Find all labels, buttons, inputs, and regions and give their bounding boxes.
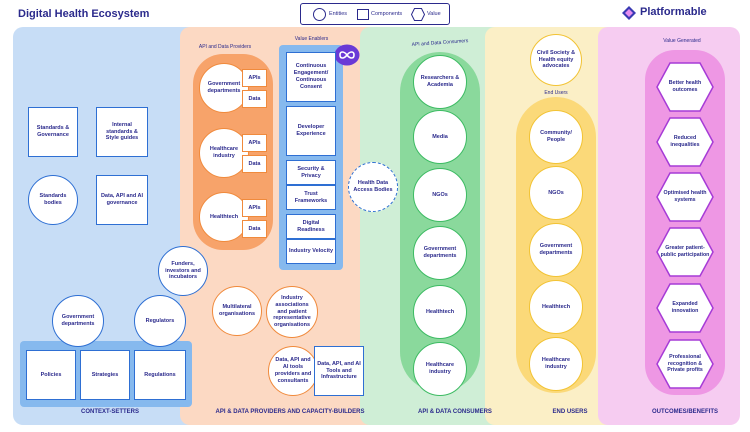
section-label-end-users: END USERS [552, 409, 588, 415]
entities-legend-icon [313, 8, 326, 21]
standards-governance-box: Standards & Governance [28, 107, 78, 157]
regulations-box: Regulations [134, 350, 186, 400]
professional-recognition-label: Professional recognition & Private profi… [667, 354, 703, 374]
provider-healthtech-apis-box: APIs [242, 199, 267, 217]
legend-entities-label: Entities [329, 11, 348, 17]
legend: Entities Components Value [300, 3, 450, 25]
api-data-providers-label: API and Data Providers [198, 44, 252, 50]
professional-recognition-hex: Professional recognition & Private profi… [656, 339, 714, 389]
provider-healthcare-apis-box: APIs [242, 134, 267, 152]
platformable-logo-icon [622, 6, 636, 20]
consumer-healthtech-circle: Healthtech [413, 285, 467, 339]
end-user-ngos-circle: NGOs [529, 166, 583, 220]
end-user-community-circle: Community/ People [529, 110, 583, 164]
end-users-label: End Users [544, 90, 568, 96]
policies-box: Policies [26, 350, 76, 400]
value-generated-label: Value Generated [663, 38, 701, 44]
optimised-health-systems-label: Optimised health systems [663, 190, 707, 203]
provider-government-departments-circle: Government departments [199, 63, 249, 113]
consumer-healthcare-circle: Healthcare industry [413, 342, 467, 396]
optimised-health-systems-hex: Optimised health systems [656, 172, 714, 222]
industry-velocity-box: Industry Velocity [286, 239, 336, 264]
provider-healthtech-circle: Healthtech [199, 192, 249, 242]
value-enablers-label: Value Enablers [294, 36, 329, 42]
multilateral-circle: Multilateral organisations [212, 286, 262, 336]
government-departments-circle: Government departments [52, 295, 104, 347]
brand-name: Platformable [640, 6, 707, 18]
expanded-innovation-hex: Expanded innovation [656, 283, 714, 333]
security-privacy-box: Security & Privacy [286, 160, 336, 185]
legend-value-label: Value [427, 11, 441, 17]
consumer-government-circle: Government departments [413, 226, 467, 280]
funders-circle: Funders, investors and incubators [158, 246, 208, 296]
consumer-media-circle: Media [413, 110, 467, 164]
provider-gov-data-box: Data [242, 90, 267, 108]
greater-participation-hex: Greater patient-public participation [656, 227, 714, 277]
legend-components-label: Components [371, 11, 403, 17]
consumer-researchers-circle: Researchers & Academia [413, 55, 467, 109]
reduced-inequalities-label: Reduced inequalities [670, 135, 700, 148]
digital-readiness-box: Digital Readiness [286, 214, 336, 239]
strategies-box: Strategies [80, 350, 130, 400]
page-title: Digital Health Ecosystem [18, 8, 150, 20]
civil-society-circle: Civil Society & Health equity advocates [530, 34, 582, 86]
components-legend-icon [357, 9, 369, 20]
ai-tools-providers-circle: Data, API and AI tools providers and con… [268, 346, 318, 396]
regulators-circle: Regulators [134, 295, 186, 347]
end-user-healthtech-circle: Healthtech [529, 280, 583, 334]
internal-standards-box: Internal standards & Style guides [96, 107, 148, 157]
reduced-inequalities-hex: Reduced inequalities [656, 117, 714, 167]
value-legend-icon [410, 8, 426, 21]
health-data-access-bodies-circle: Health Data Access Bodies [348, 162, 398, 212]
ai-tools-infrastructure-box: Data, API, and AI Tools and Infrastructu… [314, 346, 364, 396]
trust-frameworks-box: Trust Frameworks [286, 185, 336, 210]
end-user-healthcare-circle: Healthcare industry [529, 337, 583, 391]
better-health-outcomes-label: Better health outcomes [668, 80, 702, 93]
section-label-api-providers: API & DATA PROVIDERS AND CAPACITY-BUILDE… [215, 409, 365, 415]
standards-bodies-circle: Standards bodies [28, 175, 78, 225]
provider-gov-apis-box: APIs [242, 69, 267, 87]
provider-healthtech-data-box: Data [242, 220, 267, 238]
industry-associations-circle: Industry associations and patient repres… [266, 286, 318, 338]
consumer-ngos-circle: NGOs [413, 168, 467, 222]
provider-healthcare-data-box: Data [242, 155, 267, 173]
provider-healthcare-industry-circle: Healthcare industry [199, 128, 249, 178]
infinity-icon [334, 44, 360, 66]
section-label-api-consumers: API & DATA CONSUMERS [418, 409, 492, 415]
continuous-engagement-box: Continuous Engagement/ Continuous Consen… [286, 52, 336, 102]
section-label-context-setters: CONTEXT-SETTERS [80, 409, 139, 415]
section-label-outcomes: OUTCOMES/BENEFITS [651, 409, 718, 415]
expanded-innovation-label: Expanded innovation [671, 301, 699, 314]
developer-experience-box: Developer Experience [286, 106, 336, 156]
end-user-government-circle: Government departments [529, 223, 583, 277]
better-health-outcomes-hex: Better health outcomes [656, 62, 714, 112]
greater-participation-label: Greater patient-public participation [660, 245, 710, 258]
data-api-governance-box: Data, API and AI governance [96, 175, 148, 225]
